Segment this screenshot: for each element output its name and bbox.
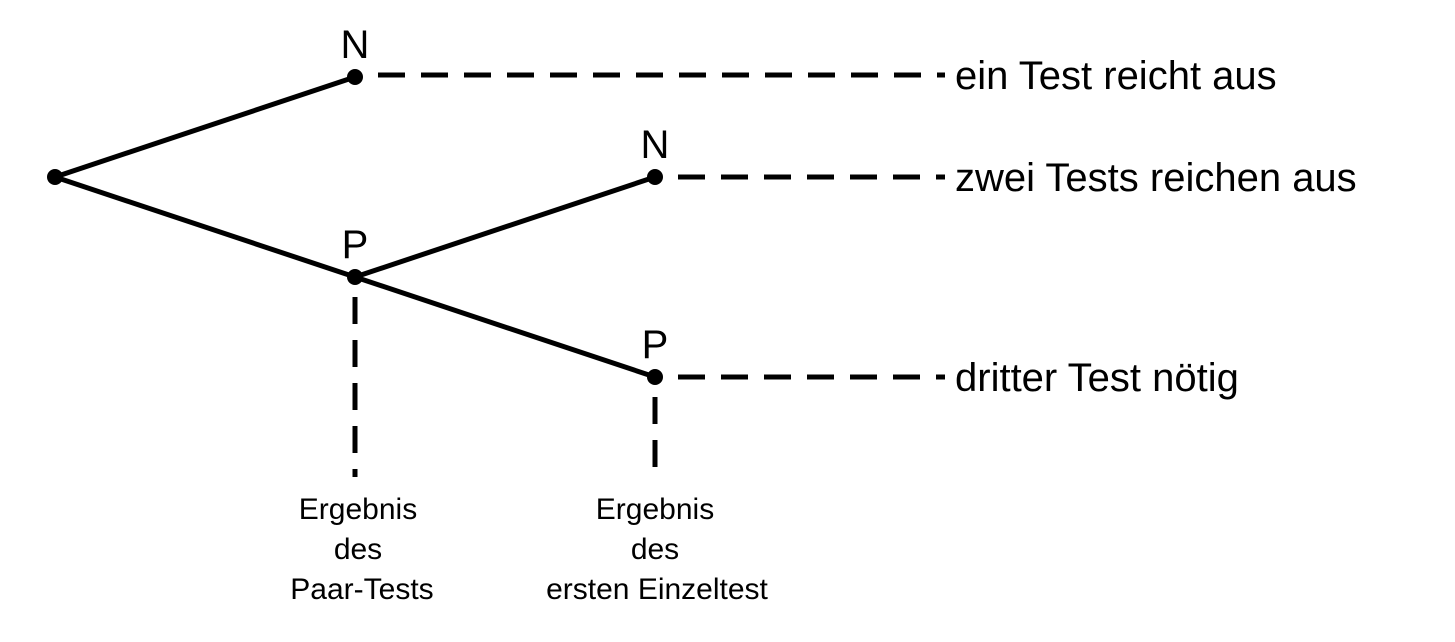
root-node: [47, 169, 63, 185]
node-label-level2-top: N: [641, 123, 670, 167]
edge-p-to-p: [352, 274, 658, 380]
node-label-level1-top: N: [341, 23, 370, 67]
node-label-level2-bottom: P: [642, 323, 669, 367]
caption-first-single-test: Ergebnis des ersten Einzeltest: [546, 493, 768, 606]
outcome-one-test: ein Test reicht aus: [955, 54, 1277, 98]
edge-root-to-p: [52, 174, 358, 280]
caption-pair-test: Ergebnis des Paar-Tests: [290, 493, 433, 606]
caption-pair-test-line1: Ergebnis: [299, 493, 417, 526]
outcome-third-test: dritter Test nötig: [955, 356, 1239, 400]
node-level2-bottom: [647, 369, 663, 385]
caption-first-single-test-line2: des: [631, 533, 679, 566]
caption-pair-test-line3: Paar-Tests: [290, 573, 433, 606]
edge-root-to-n: [52, 74, 358, 180]
node-level1-top: [347, 69, 363, 85]
caption-first-single-test-line1: Ergebnis: [596, 493, 714, 526]
node-level2-top: [647, 169, 663, 185]
edge-p-to-n: [352, 174, 658, 280]
caption-pair-test-line2: des: [334, 533, 382, 566]
node-label-level1-bottom: P: [342, 223, 369, 267]
outcome-two-tests: zwei Tests reichen aus: [955, 156, 1357, 200]
node-level1-bottom: [347, 269, 363, 285]
caption-first-single-test-line3: ersten Einzeltest: [546, 573, 768, 606]
